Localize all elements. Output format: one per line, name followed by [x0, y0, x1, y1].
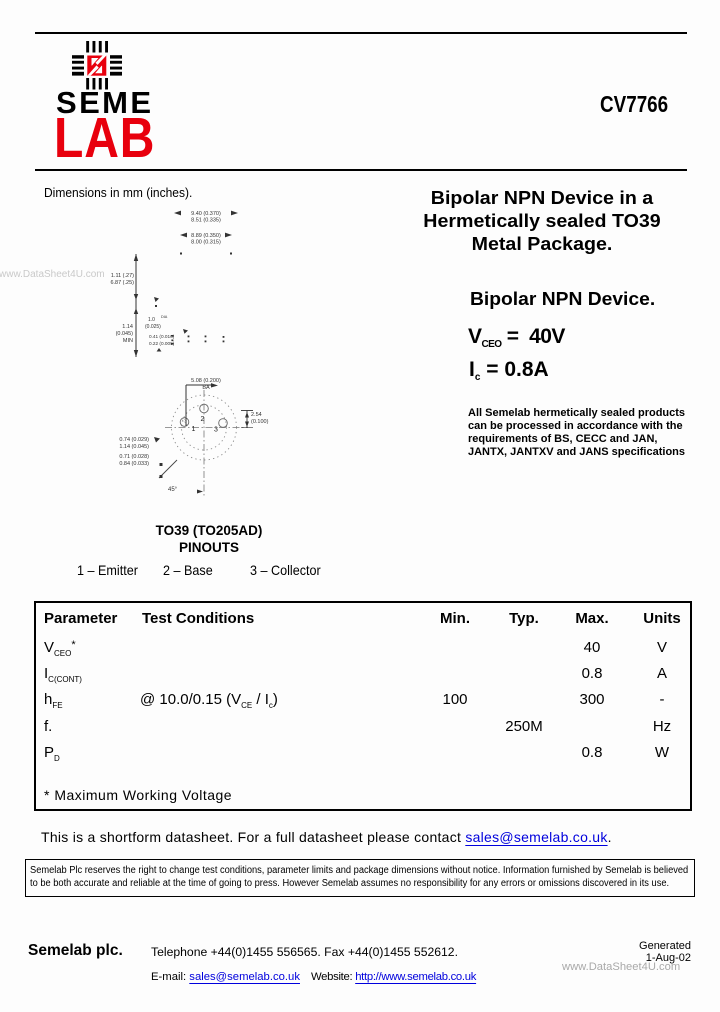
svg-text:0.74 (0.029): 0.74 (0.029)	[119, 437, 149, 443]
svg-text:45°: 45°	[168, 487, 178, 493]
svg-text:1.11 (.27): 1.11 (.27)	[111, 273, 134, 279]
svg-text:1: 1	[192, 426, 196, 433]
svg-text:1.14 (0.045): 1.14 (0.045)	[119, 444, 149, 450]
svg-text:2: 2	[201, 416, 205, 423]
svg-text:0.71 (0.028): 0.71 (0.028)	[119, 454, 149, 460]
svg-text:(0.045): (0.045)	[116, 331, 134, 337]
svg-text:1.0: 1.0	[148, 317, 155, 323]
svg-text:9.40 (0.370): 9.40 (0.370)	[191, 211, 221, 217]
svg-text:6.87 (.25): 6.87 (.25)	[110, 280, 134, 286]
svg-text:1.14: 1.14	[122, 324, 133, 330]
svg-text:0.84 (0.033): 0.84 (0.033)	[119, 461, 149, 467]
svg-text:(0.025): (0.025)	[145, 324, 161, 330]
svg-text:BA: BA	[202, 385, 210, 391]
svg-text:2.54: 2.54	[251, 412, 262, 418]
svg-text:8.89 (0.350): 8.89 (0.350)	[191, 233, 221, 239]
svg-text:8.00 (0.315): 8.00 (0.315)	[191, 240, 221, 246]
svg-text:0.22 (0.009): 0.22 (0.009)	[149, 341, 175, 346]
svg-text:8.51 (0.335): 8.51 (0.335)	[191, 218, 221, 224]
svg-text:5.08 (0.200): 5.08 (0.200)	[191, 378, 221, 384]
svg-text:3: 3	[214, 427, 218, 434]
svg-text:0.41 (0.016): 0.41 (0.016)	[149, 334, 175, 339]
svg-text:(0.100): (0.100)	[251, 419, 269, 425]
svg-text:MIN: MIN	[123, 338, 133, 344]
svg-text:DIA: DIA	[161, 315, 168, 319]
